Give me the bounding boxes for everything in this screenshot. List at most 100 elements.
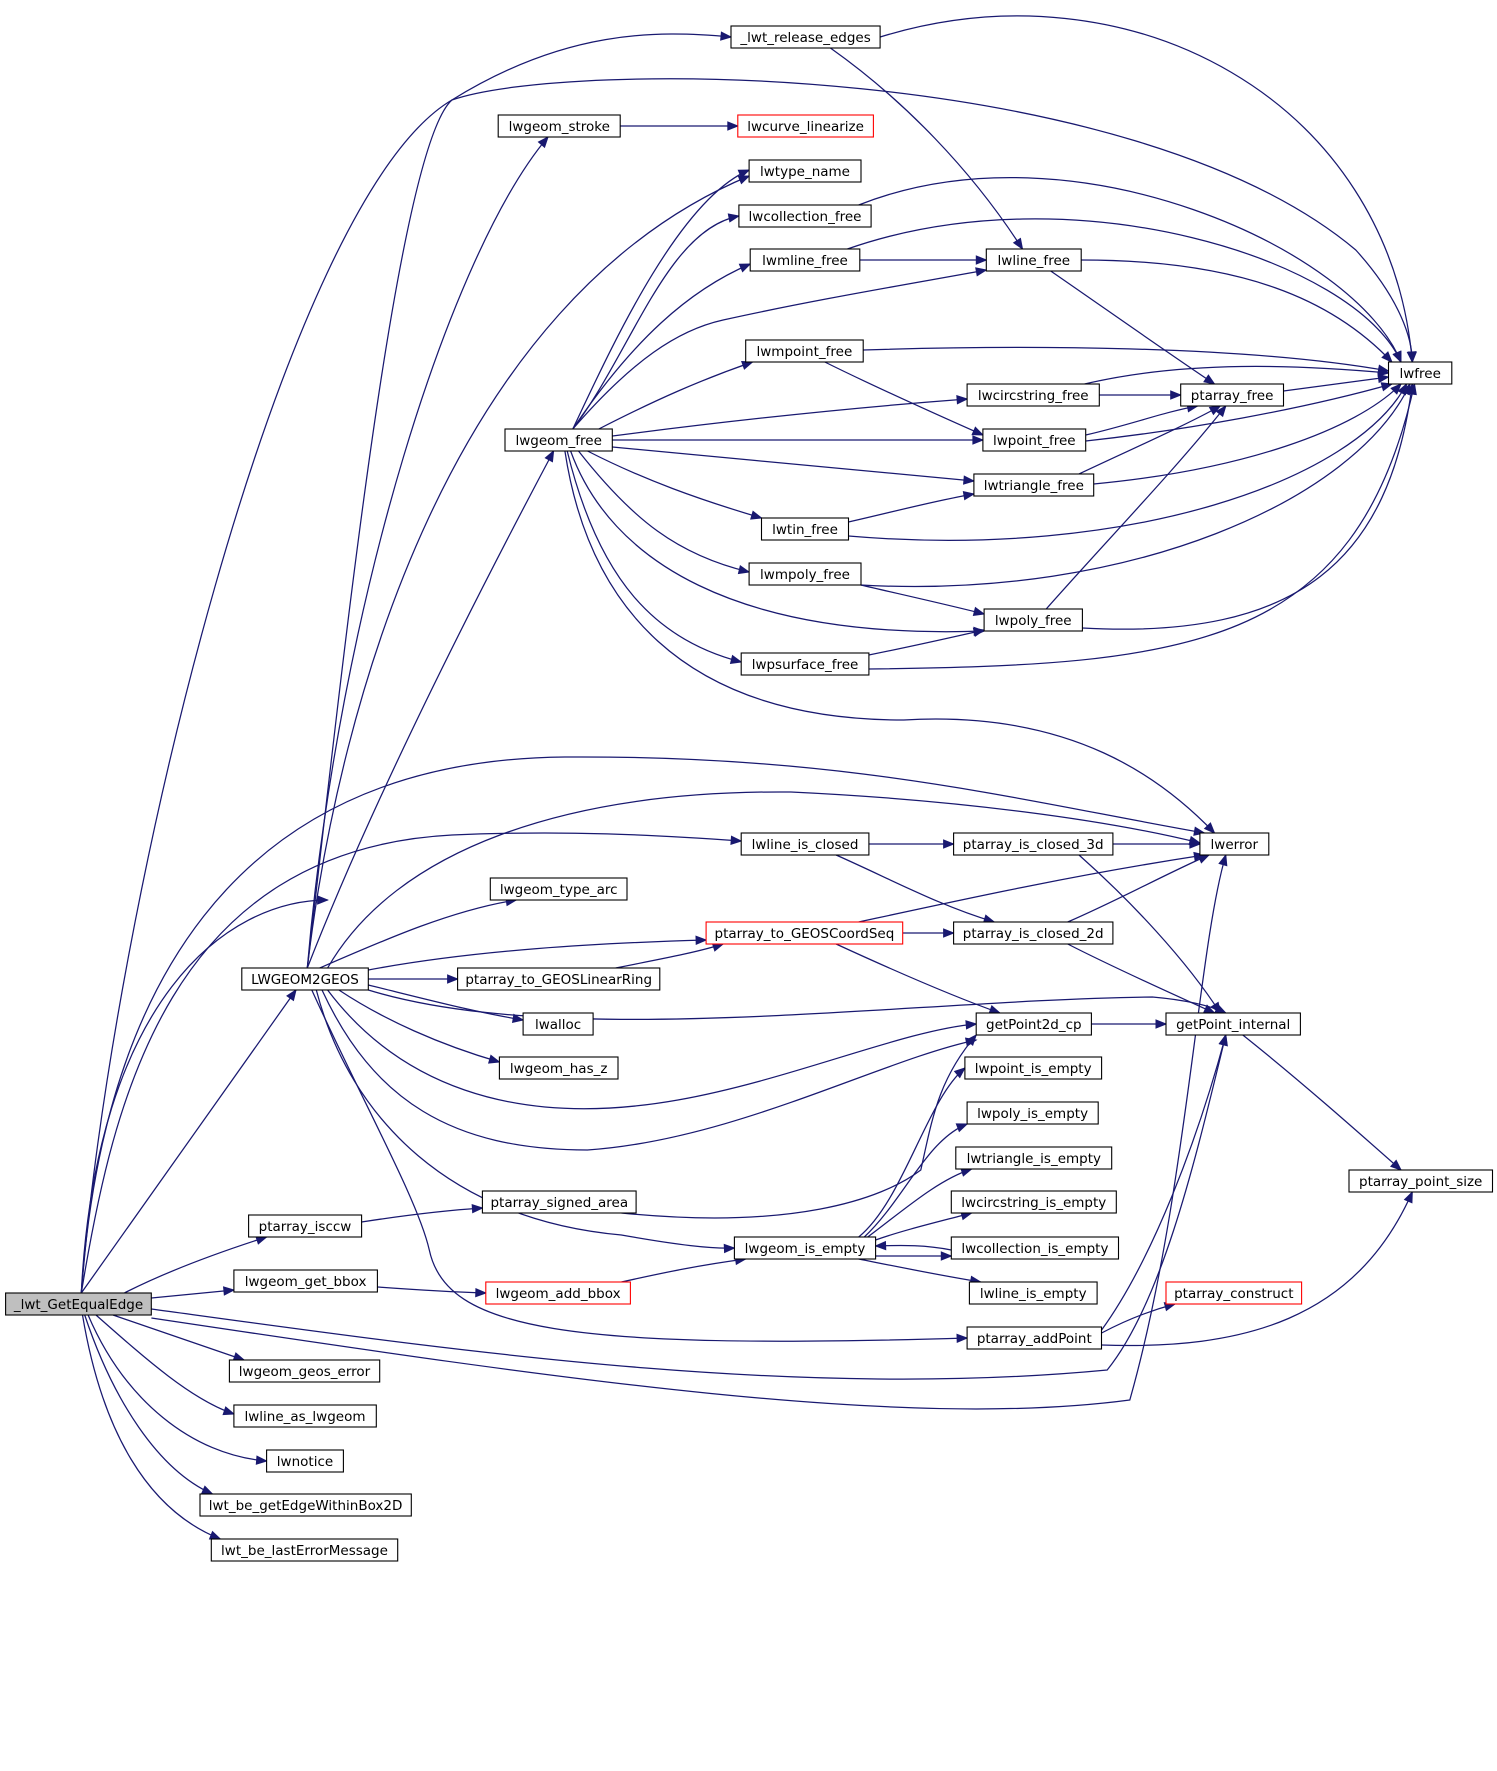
node-lwtriangle-is-empty[interactable]: lwtriangle_is_empty xyxy=(955,1146,1113,1170)
node-ptarray-to-GEOSCoordSeq[interactable]: ptarray_to_GEOSCoordSeq xyxy=(705,921,904,945)
edge-arrowhead xyxy=(1377,367,1390,377)
edge-line xyxy=(80,832,742,1294)
node-lwalloc[interactable]: lwalloc xyxy=(522,1012,594,1036)
edge-line xyxy=(598,361,753,430)
node-label: lwcollection_is_empty xyxy=(961,1241,1108,1257)
node-lwgeom-stroke[interactable]: lwgeom_stroke xyxy=(497,114,621,138)
node-label: lwtype_name xyxy=(760,164,850,180)
node-lwline-is-empty[interactable]: lwline_is_empty xyxy=(968,1281,1098,1305)
edge-arrowhead xyxy=(1380,382,1394,392)
node-lwgeom-free[interactable]: lwgeom_free xyxy=(504,428,613,452)
node-label: lwcollection_free xyxy=(749,209,862,225)
node-ptarray-isccw[interactable]: ptarray_isccw xyxy=(248,1214,363,1238)
node-lwmline-free[interactable]: lwmline_free xyxy=(749,248,861,272)
edge-arrowhead xyxy=(953,1067,966,1079)
edge-arrowhead xyxy=(972,627,986,637)
node-label: lwmpoly_free xyxy=(760,567,850,583)
node-lwgeom-type-arc[interactable]: lwgeom_type_arc xyxy=(489,877,628,901)
node-getPoint-internal[interactable]: getPoint_internal xyxy=(1165,1012,1301,1036)
edge-line xyxy=(306,136,549,969)
node-label: ptarray_is_closed_2d xyxy=(963,926,1104,942)
node-box xyxy=(738,204,872,228)
edge-lwgeom_free-to-lwpsurface_free xyxy=(566,450,743,664)
edge-line xyxy=(587,450,762,519)
node-lwfree[interactable]: lwfree xyxy=(1387,361,1453,385)
edge-line xyxy=(95,1314,235,1415)
edge-line xyxy=(858,1067,966,1238)
node-lwtin-free[interactable]: lwtin_free xyxy=(760,517,850,541)
node-lwgeom-geos-error[interactable]: lwgeom_geos_error xyxy=(228,1359,381,1383)
node-lwline-as-lwgeom[interactable]: lwline_as_lwgeom xyxy=(233,1404,377,1428)
node-lwpoint-free[interactable]: lwpoint_free xyxy=(982,428,1087,452)
node-lwerror[interactable]: lwerror xyxy=(1199,832,1270,856)
edge-line xyxy=(124,1236,267,1294)
node-lwt-be-lastErrorMessage[interactable]: lwt_be_lastErrorMessage xyxy=(210,1538,399,1562)
node-lwpoly-is-empty[interactable]: lwpoly_is_empty xyxy=(966,1101,1099,1125)
node-label: lwgeom_geos_error xyxy=(239,1364,371,1380)
node-lwtype-name[interactable]: lwtype_name xyxy=(748,159,862,183)
node-ptarray-is-closed-3d[interactable]: ptarray_is_closed_3d xyxy=(953,832,1114,856)
node-label: lwpoly_free xyxy=(995,613,1072,629)
node-lwgeom-has-z[interactable]: lwgeom_has_z xyxy=(498,1056,619,1080)
node-lwt-release-edges[interactable]: _lwt_release_edges xyxy=(730,25,881,49)
node-ptarray-addPoint[interactable]: ptarray_addPoint xyxy=(966,1326,1103,1350)
node-lwgeom-is-empty[interactable]: lwgeom_is_empty xyxy=(733,1236,877,1260)
edge-arrowhead xyxy=(1403,1190,1413,1204)
edge-line xyxy=(311,989,968,1342)
edge-arrowhead xyxy=(511,1013,525,1023)
edge-ptarray_to_GEOSLinearRing-to-ptarray_to_GEOSCoordSeq xyxy=(615,942,725,969)
edge-LWGEOM2GEOS-to-getPoint2d_cp xyxy=(327,989,978,1110)
node-lwline-is-closed[interactable]: lwline_is_closed xyxy=(740,832,870,856)
edge-lwmpoint_free-to-lwpoint_free xyxy=(824,361,985,436)
edge-ptarray_signed_area-to-getPoint2d_cp xyxy=(621,1033,978,1219)
node-lwt-be-getEdgeWithinBox2D[interactable]: lwt_be_getEdgeWithinBox2D xyxy=(199,1493,412,1517)
node-lwpoly-free[interactable]: lwpoly_free xyxy=(983,608,1083,632)
node-ptarray-free[interactable]: ptarray_free xyxy=(1180,383,1285,407)
node-lwcircstring-is-empty[interactable]: lwcircstring_is_empty xyxy=(950,1190,1117,1214)
node-lwmpoly-free[interactable]: lwmpoly_free xyxy=(748,562,862,586)
node-lwcurve-linearize[interactable]: lwcurve_linearize xyxy=(737,114,874,138)
edge-ptarray_addPoint-to-getPoint_internal xyxy=(1101,1033,1228,1331)
node-lwcollection-free[interactable]: lwcollection_free xyxy=(738,204,872,228)
node-box xyxy=(522,1012,594,1036)
node-lwcircstring-free[interactable]: lwcircstring_free xyxy=(966,383,1100,407)
node-ptarray-point-size[interactable]: ptarray_point_size xyxy=(1348,1169,1494,1193)
node-label: _lwt_release_edges xyxy=(739,30,870,46)
node-lwnotice[interactable]: lwnotice xyxy=(266,1449,344,1473)
node-box xyxy=(266,1449,344,1473)
node-lwcollection-is-empty[interactable]: lwcollection_is_empty xyxy=(950,1236,1120,1260)
node-ptarray-to-GEOSLinearRing[interactable]: ptarray_to_GEOSLinearRing xyxy=(457,967,661,991)
edge-line xyxy=(875,1244,952,1251)
node-ptarray-signed-area[interactable]: ptarray_signed_area xyxy=(481,1190,637,1214)
edge-lwtriangle_free-to-lwfree xyxy=(1093,383,1402,485)
edge-line xyxy=(1283,376,1389,392)
edge-line xyxy=(835,943,1001,1014)
node-lwgeom-get-bbox[interactable]: lwgeom_get_bbox xyxy=(233,1269,378,1293)
node-lwmpoint-free[interactable]: lwmpoint_free xyxy=(745,339,864,363)
node-label: lwnotice xyxy=(277,1454,333,1470)
node-ptarray-construct[interactable]: ptarray_construct xyxy=(1165,1281,1303,1305)
node-label: lwtriangle_is_empty xyxy=(967,1151,1101,1167)
node-LWGEOM2GEOS[interactable]: LWGEOM2GEOS xyxy=(241,967,369,991)
node-lwpoint-is-empty[interactable]: lwpoint_is_empty xyxy=(964,1056,1103,1080)
node-lwline-free[interactable]: lwline_free xyxy=(985,248,1082,272)
edge-line xyxy=(319,899,517,969)
edge-line xyxy=(847,218,1402,363)
edge-arrowhead xyxy=(1218,1033,1228,1047)
edge-line xyxy=(858,854,1205,923)
node-getPoint2d-cp[interactable]: getPoint2d_cp xyxy=(975,1012,1092,1036)
edge-arrowhead xyxy=(447,974,459,984)
node-label: LWGEOM2GEOS xyxy=(251,972,359,988)
node-box xyxy=(975,1012,1092,1036)
node-ptarray-is-closed-2d[interactable]: ptarray_is_closed_2d xyxy=(953,921,1114,945)
node-lwgeom-add-bbox[interactable]: lwgeom_add_bbox xyxy=(485,1281,631,1305)
node-box xyxy=(497,114,621,138)
edge-lwgeom_free-to-lwtin_free xyxy=(587,450,763,520)
edge-line xyxy=(612,398,968,437)
node-lwtriangle-free[interactable]: lwtriangle_free xyxy=(973,473,1095,497)
edge-line xyxy=(615,943,724,969)
node-lwpsurface-free[interactable]: lwpsurface_free xyxy=(740,652,870,676)
edge-getPoint_internal-to-ptarray_point_size xyxy=(1242,1034,1403,1171)
edge-lwpoly_free-to-lwfree xyxy=(1082,382,1416,630)
edge-ptarray_is_closed_3d-to-lwerror xyxy=(1112,839,1202,849)
